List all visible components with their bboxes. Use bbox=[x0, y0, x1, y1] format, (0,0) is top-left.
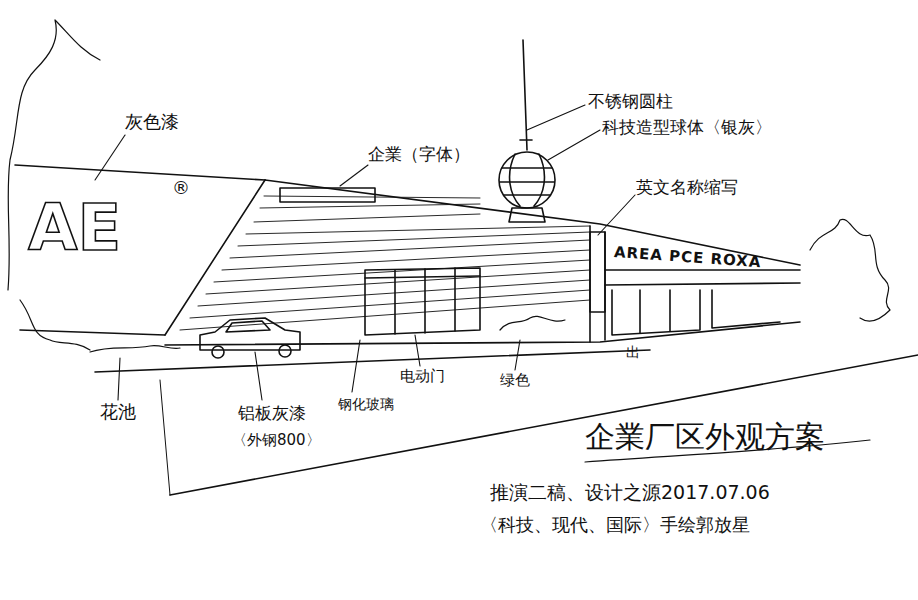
material-note: 科技造型球体〈银灰〉 bbox=[602, 118, 772, 138]
material-note: 企業（字体） bbox=[368, 145, 470, 165]
material-note: 英文名称缩写 bbox=[636, 178, 738, 198]
dimension-note: 〈外钢800〉 bbox=[232, 432, 321, 449]
material-note: 电动门 bbox=[400, 368, 445, 385]
material-note: 不锈钢圆柱 bbox=[588, 92, 673, 112]
sketch-title: 企業厂区外观方案 bbox=[585, 420, 825, 455]
facade-lettering: AREA PCE ROXA bbox=[613, 244, 761, 272]
draft-note: 推演二稿、设计之源2017.07.06 bbox=[490, 482, 770, 504]
material-note: 铝板灰漆 bbox=[238, 404, 306, 424]
material-note: 灰色漆 bbox=[125, 112, 179, 133]
style-note: 〈科技、现代、国际〉手绘郭放星 bbox=[480, 515, 750, 536]
entrance-mark: 出 bbox=[626, 344, 640, 360]
registered-mark: ® bbox=[172, 178, 190, 199]
material-note: 绿色 bbox=[500, 372, 530, 389]
material-note: 花池 bbox=[100, 402, 136, 423]
material-note: 钢化玻璃 bbox=[338, 396, 394, 412]
logo-letters: AE bbox=[28, 192, 121, 266]
